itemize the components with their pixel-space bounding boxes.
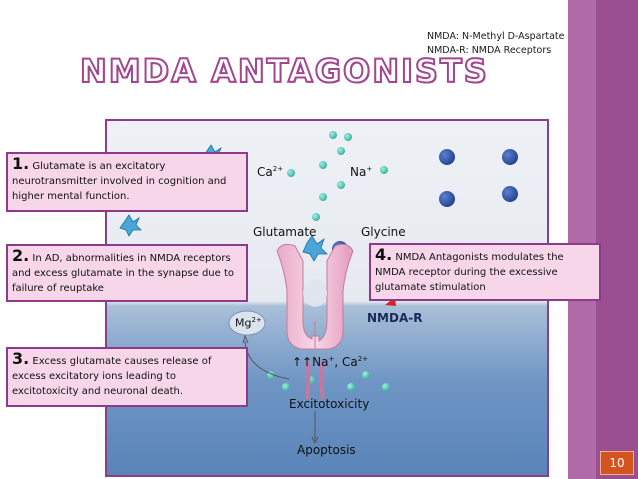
ca-ion [337, 147, 345, 155]
note-text: Excess glutamate causes release of exces… [12, 356, 212, 397]
side-stripe-dark [596, 0, 638, 479]
ca-ion [380, 166, 388, 174]
note-text: Glutamate is an excitatory neurotransmit… [12, 161, 227, 202]
note-box-3: 3. Excess glutamate causes release of ex… [6, 347, 248, 407]
ca-label: Ca2+ [257, 165, 284, 179]
ca-ion [319, 193, 327, 201]
side-stripe [568, 0, 596, 479]
ca-ion [312, 213, 320, 221]
note-text: In AD, abnormalities in NMDA receptors a… [12, 253, 235, 294]
legend-nmda: NMDA: N-Methyl D-Aspartate [427, 31, 565, 42]
mg-label: Mg2+ [235, 316, 262, 330]
na-label: Na+ [350, 165, 373, 179]
ca-ion [287, 169, 295, 177]
ca-ion [319, 161, 327, 169]
note-number: 4. [375, 245, 393, 264]
note-number: 2. [12, 246, 30, 265]
ion-influx-label: ↑↑Na+, Ca2+ [292, 355, 369, 369]
note-box-4: 4. NMDA Antagonists modulates the NMDA r… [369, 243, 601, 301]
nmda-receptor [119, 144, 418, 445]
ca-ion [307, 376, 315, 384]
page-title: NMDA ANTAGONISTS [79, 51, 489, 91]
nmda-r-label: NMDA-R [367, 311, 423, 325]
ca-ion [382, 383, 390, 391]
note-text: NMDA Antagonists modulates the NMDA rece… [375, 252, 564, 293]
ca-ion [282, 383, 290, 391]
excitotoxicity-label: Excitotoxicity [289, 397, 370, 411]
note-box-2: 2. In AD, abnormalities in NMDA receptor… [6, 244, 248, 302]
ca-ion [344, 133, 352, 141]
note-number: 3. [12, 349, 30, 368]
na-ion [502, 149, 518, 165]
ca-ion [337, 181, 345, 189]
page-number-badge: 10 [600, 451, 634, 475]
note-box-1: 1. Glutamate is an excitatory neurotrans… [6, 152, 248, 212]
ca-ion [329, 131, 337, 139]
apoptosis-label: Apoptosis [297, 443, 356, 457]
na-ion [439, 149, 455, 165]
abbreviation-legend: NMDA: N-Methyl D-Aspartate NMDA-R: NMDA … [427, 30, 564, 58]
na-ion [502, 186, 518, 202]
glycine-label: Glycine [361, 225, 406, 239]
ca-ion [267, 371, 275, 379]
na-ion [439, 191, 455, 207]
ca-ion [347, 383, 355, 391]
ca-ion [362, 371, 370, 379]
note-number: 1. [12, 154, 30, 173]
glutamate-label: Glutamate [253, 225, 317, 239]
legend-nmda-r: NMDA-R: NMDA Receptors [427, 45, 552, 56]
